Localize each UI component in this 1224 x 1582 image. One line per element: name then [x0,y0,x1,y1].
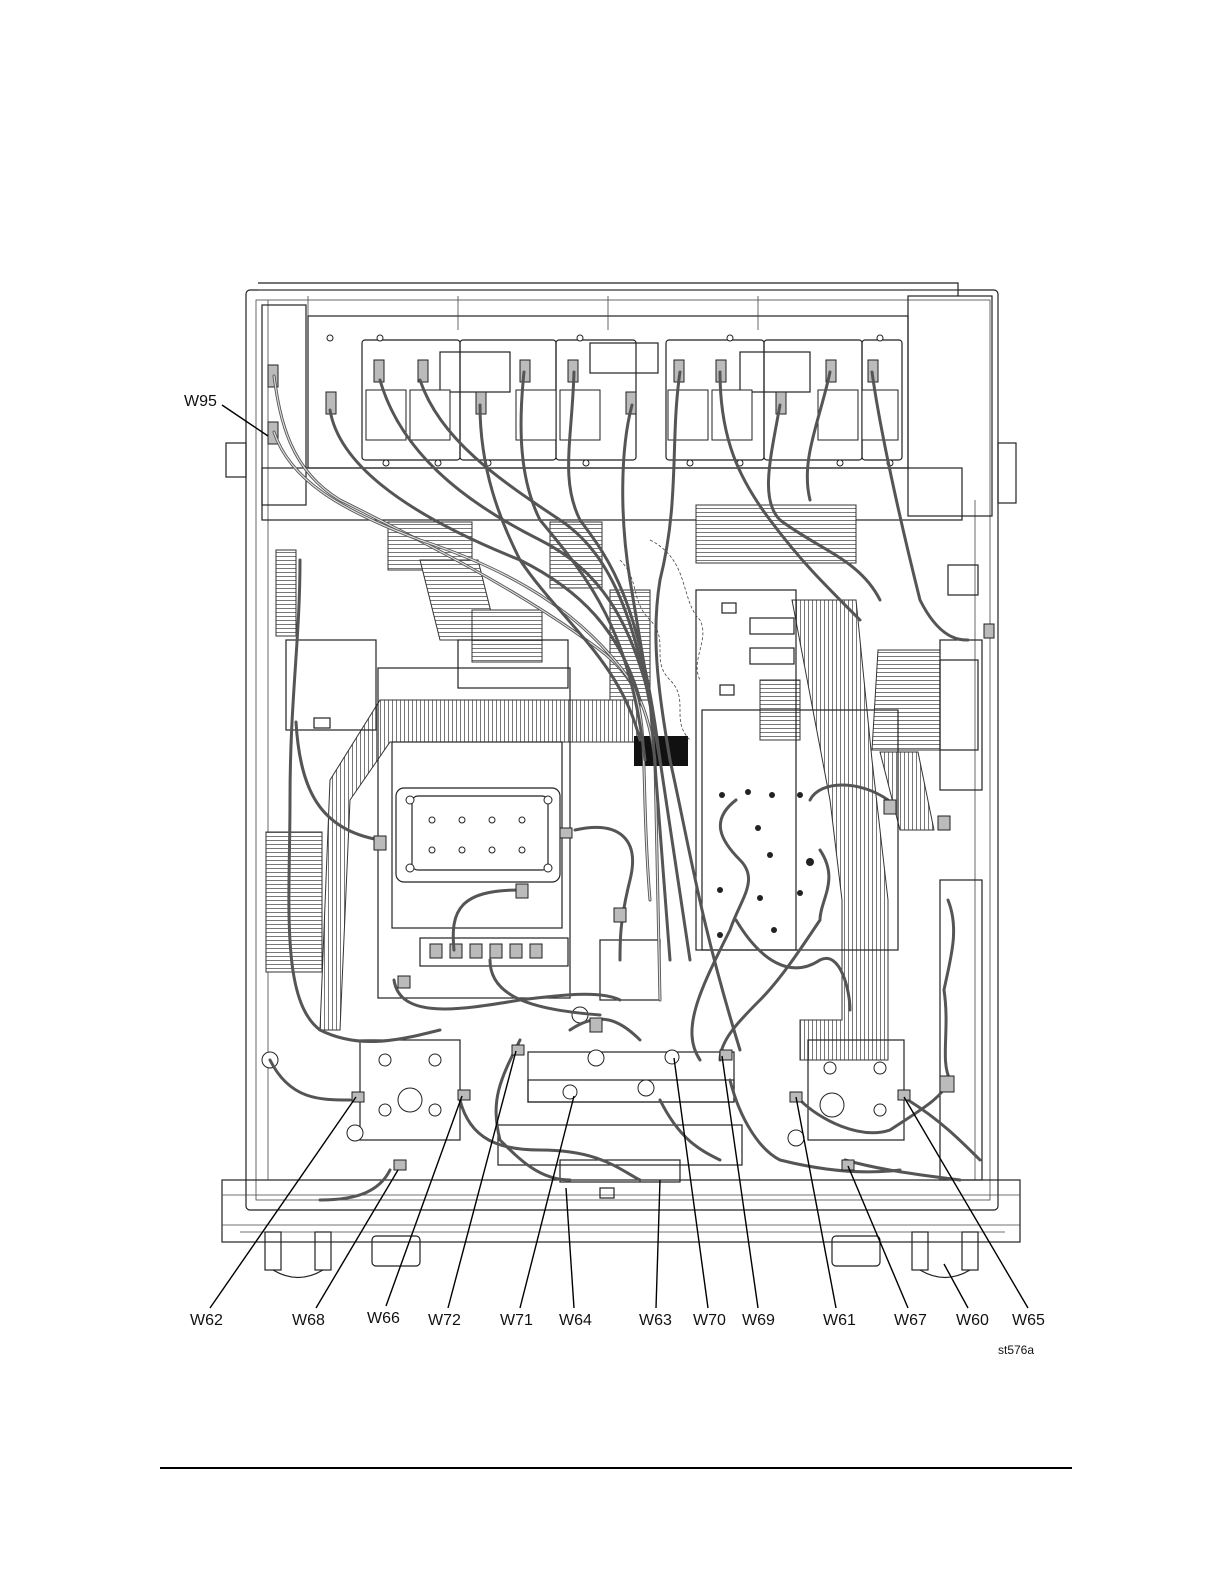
callout-w62: W62 [190,1312,223,1329]
callout-w71: W71 [500,1312,533,1329]
leader-w64 [566,1188,574,1308]
callout-w69: W69 [742,1312,775,1329]
ribbon-cables [266,505,940,1060]
leader-w70 [674,1058,708,1308]
callout-w60: W60 [956,1312,989,1329]
leader-w95 [222,405,268,436]
leader-w67 [848,1166,908,1308]
top-module-bay [262,296,992,520]
leader-w68 [316,1170,398,1308]
callout-w61: W61 [823,1312,856,1329]
callout-w70: W70 [693,1312,726,1329]
callout-w95: W95 [184,393,217,410]
leader-w65 [904,1097,1028,1308]
leader-w66 [386,1096,462,1306]
leader-w71 [520,1096,574,1308]
leader-w69 [722,1056,758,1308]
callout-w66: W66 [367,1310,400,1327]
callout-w65: W65 [1012,1312,1045,1329]
figure-id: st576a [998,1343,1034,1357]
callout-w72: W72 [428,1312,461,1329]
callout-w68: W68 [292,1312,325,1329]
callout-w64: W64 [559,1312,592,1329]
callout-w67: W67 [894,1312,927,1329]
callout-w63: W63 [639,1312,672,1329]
leader-w63 [656,1180,660,1308]
leader-w61 [796,1097,836,1308]
